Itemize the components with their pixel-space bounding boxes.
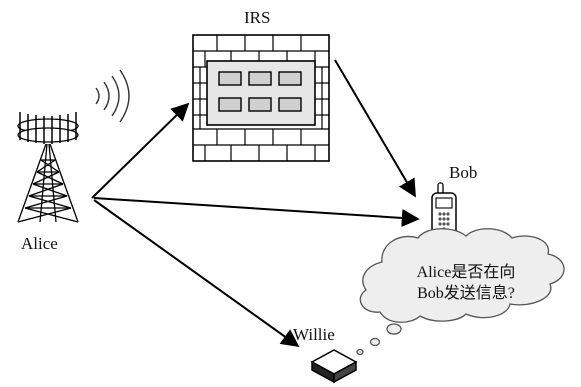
thought-bubble-line-1: Alice是否在向 [416, 264, 516, 281]
arrow-irs-to-bob [334, 59, 416, 198]
alice-tower-icon [17, 112, 79, 223]
thought-bubble-cloud [356, 228, 565, 356]
alice-label: Alice [21, 234, 58, 253]
bob-label: Bob [449, 163, 478, 182]
signal-waves-icon [95, 69, 130, 123]
irs-label: IRS [244, 8, 271, 27]
arrow-alice-to-irs [91, 102, 190, 199]
thought-bubble-line-2: Bob发送信息? [417, 285, 515, 302]
arrow-alice-to-bob [93, 197, 420, 227]
willie-label: Willie [293, 325, 335, 344]
arrow-alice-to-willie [93, 199, 300, 348]
irs-panel-icon [192, 34, 330, 162]
willie-device-icon [310, 349, 358, 384]
thought-bubble-text: Alice是否在向 Bob发送信息? [376, 262, 556, 304]
